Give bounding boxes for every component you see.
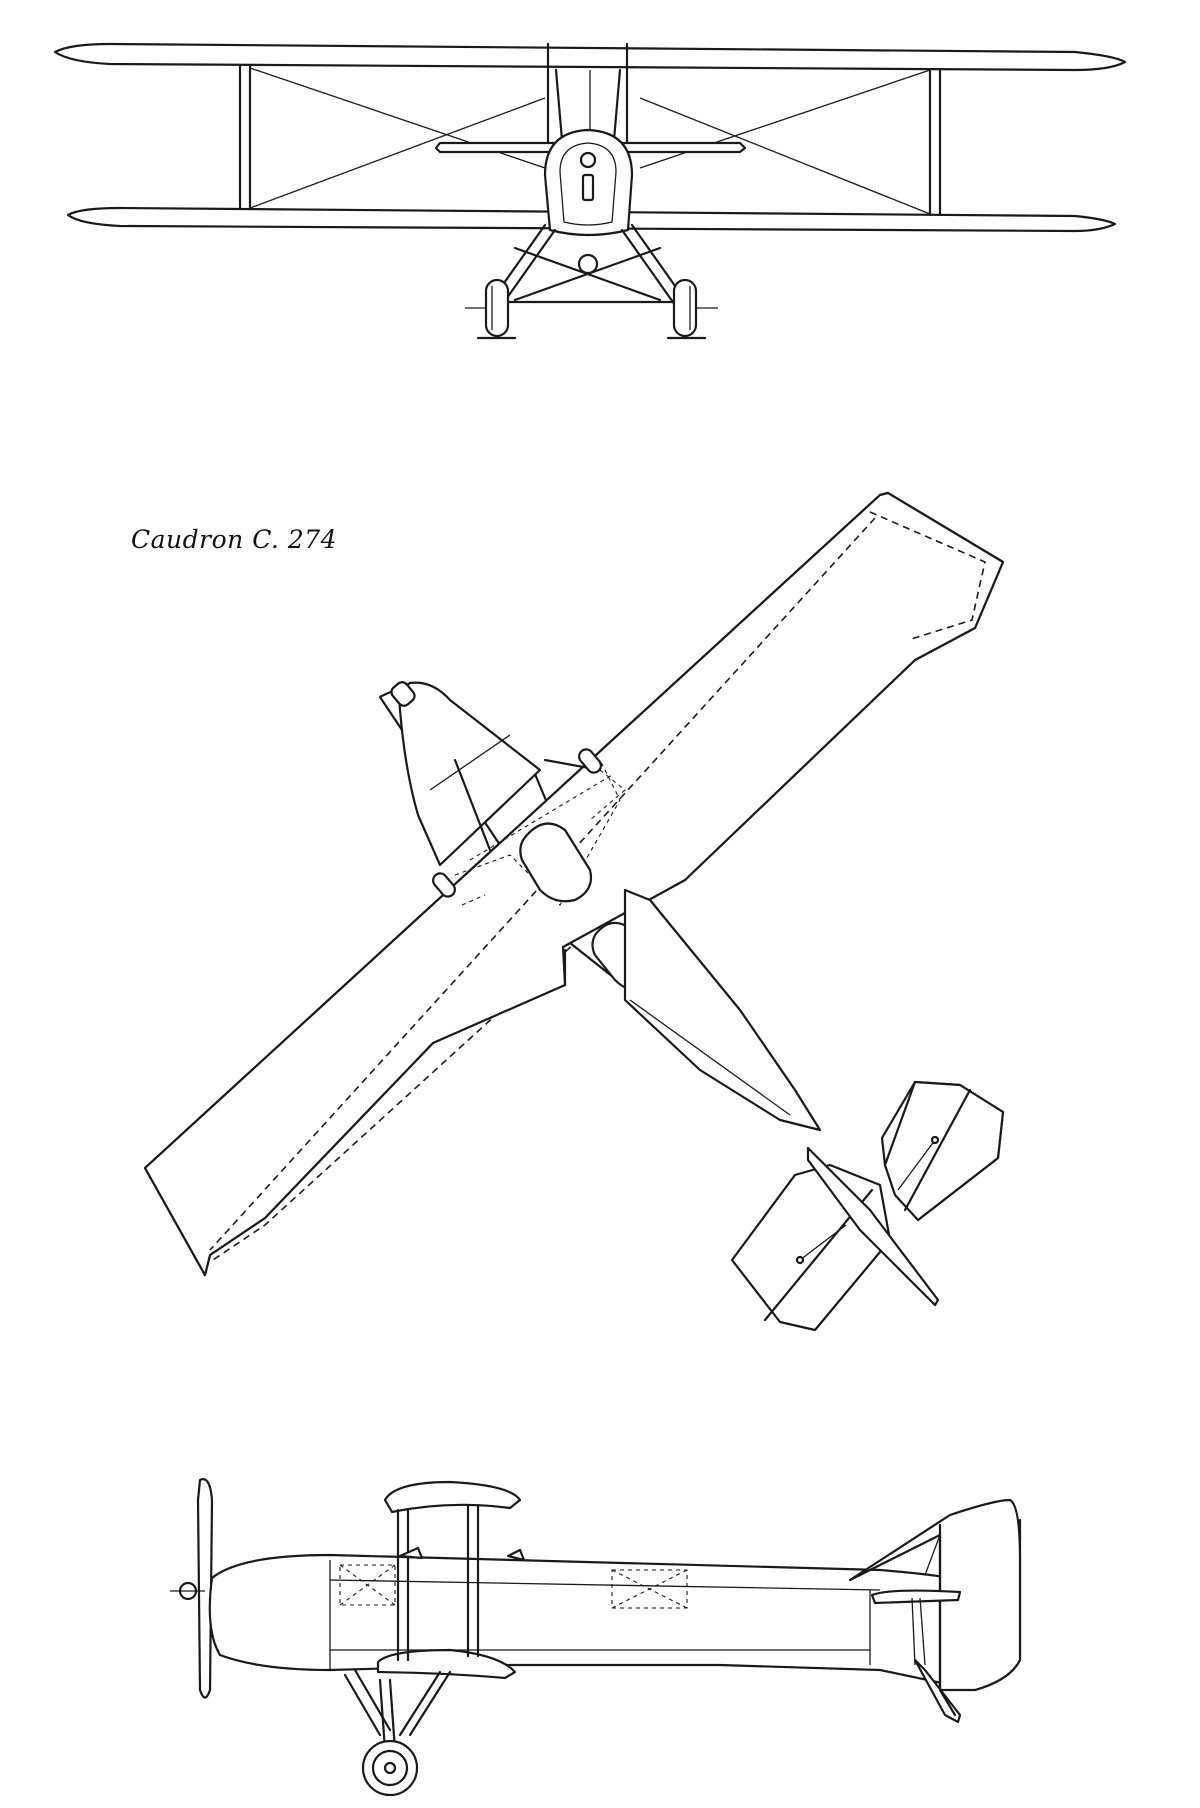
top-elevator-left xyxy=(730,1163,892,1332)
side-tailplane xyxy=(870,1589,962,1605)
side-view xyxy=(170,1478,1022,1797)
side-wheel xyxy=(361,1739,419,1797)
side-upper-wing xyxy=(383,1480,522,1514)
top-front-cockpit xyxy=(519,822,593,903)
top-propeller-spinner xyxy=(390,681,416,707)
front-upper-wing xyxy=(53,42,1127,72)
front-view xyxy=(53,42,1127,340)
front-propeller-hub xyxy=(579,151,597,169)
front-undercarriage xyxy=(465,223,718,340)
side-interplane-struts xyxy=(396,1503,480,1662)
top-rudder xyxy=(806,1146,940,1307)
front-left-wheel xyxy=(484,278,510,338)
front-fuselage xyxy=(543,128,634,237)
side-lower-wing xyxy=(376,1648,517,1680)
side-fuselage xyxy=(208,1518,1022,1692)
side-undercarriage xyxy=(343,1668,452,1797)
top-view xyxy=(143,491,1005,1332)
side-fin xyxy=(848,1498,1022,1692)
aircraft-caption: Caudron C. 274 xyxy=(131,525,338,554)
side-propeller xyxy=(196,1478,214,1699)
front-right-wheel xyxy=(672,278,698,338)
